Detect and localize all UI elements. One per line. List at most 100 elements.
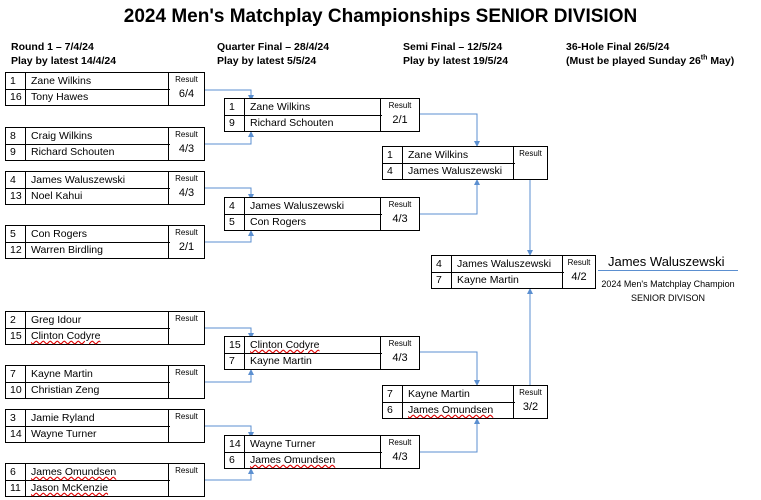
player-name: Greg Idour xyxy=(31,314,82,326)
player-name: Kayne Martin xyxy=(31,368,93,380)
connector-r1m5-qf3 xyxy=(205,327,254,339)
player-name: James Waluszewski xyxy=(31,174,126,186)
player-name: Clinton Codyre xyxy=(31,330,101,342)
player-row: 14 Wayne Turner xyxy=(6,426,170,442)
result-value: 2/1 xyxy=(178,241,195,253)
result-label: Result xyxy=(175,412,198,421)
semi-date: Semi Final – 12/5/24 xyxy=(403,41,503,53)
connector-qf4-sf2 xyxy=(420,418,480,453)
player-name: Wayne Turner xyxy=(250,438,316,450)
player-name: James Waluszewski xyxy=(408,165,503,177)
seed-number: 8 xyxy=(6,128,26,144)
seed-number: 11 xyxy=(6,480,26,496)
seed-number: 7 xyxy=(6,366,26,382)
result-value: 4/3 xyxy=(178,143,195,155)
player-name: Richard Schouten xyxy=(31,146,115,158)
result-label: Result xyxy=(175,466,198,475)
result-label: Result xyxy=(388,101,412,110)
player-name: Tony Hawes xyxy=(31,91,89,103)
round1-date: Round 1 – 7/4/24 xyxy=(11,41,94,53)
seed-number: 14 xyxy=(6,426,26,442)
semi-header: Semi Final – 12/5/24 Play by latest 19/5… xyxy=(403,40,508,68)
connector-r1m7-qf4 xyxy=(205,425,254,438)
result-label: Result xyxy=(175,130,198,139)
seed-number: 4 xyxy=(6,172,26,188)
result-label: Result xyxy=(175,174,198,183)
seed-number: 3 xyxy=(6,410,26,426)
player-name: Christian Zeng xyxy=(31,384,100,396)
result-cell: Result xyxy=(168,464,204,496)
seed-number: 6 xyxy=(383,402,403,418)
player-name: Wayne Turner xyxy=(31,428,97,440)
connector-qf3-sf2 xyxy=(420,351,480,386)
result-label: Result xyxy=(175,75,198,84)
result-cell: Result 4/3 xyxy=(168,128,204,160)
quarter-deadline: Play by latest 5/5/24 xyxy=(217,55,317,67)
champion-name: James Waluszewski xyxy=(608,254,725,269)
player-row: 4 James Waluszewski xyxy=(225,198,382,215)
seed-number: 1 xyxy=(383,147,403,163)
result-value: 3/2 xyxy=(522,401,539,413)
player-name: Kayne Martin xyxy=(457,274,519,286)
player-name: Warren Birdling xyxy=(31,244,103,256)
seed-number: 5 xyxy=(225,214,245,230)
connector-r1m4-qf2 xyxy=(205,230,254,243)
player-name: Kayne Martin xyxy=(408,388,470,400)
player-name: Zane Wilkins xyxy=(250,101,311,113)
connector-r1m2-qf1 xyxy=(205,131,254,145)
seed-number: 16 xyxy=(6,89,26,105)
seed-number: 1 xyxy=(6,73,26,89)
result-label: Result xyxy=(519,388,542,397)
result-label: Result xyxy=(388,339,412,348)
seed-number: 12 xyxy=(6,242,26,258)
quarter-date: Quarter Final – 28/4/24 xyxy=(217,41,330,53)
result-label: Result xyxy=(175,314,198,323)
seed-number: 7 xyxy=(432,272,452,288)
connector-r1m6-qf3 xyxy=(205,369,254,383)
result-value: 4/3 xyxy=(178,187,195,199)
seed-number: 7 xyxy=(225,353,245,369)
seed-number: 9 xyxy=(225,115,245,131)
quarter-header: Quarter Final – 28/4/24 Play by latest 5… xyxy=(217,40,329,68)
player-name: James Waluszewski xyxy=(457,258,552,270)
player-name: Clinton Codyre xyxy=(250,339,320,351)
final-header: 36-Hole Final 26/5/24 (Must be played Su… xyxy=(566,40,734,68)
player-name: James Waluszewski xyxy=(250,200,345,212)
player-name: Zane Wilkins xyxy=(31,75,92,87)
player-row: 1 Zane Wilkins xyxy=(6,73,170,90)
player-name: James Omundsen xyxy=(408,404,494,416)
champion-division: SENIOR DIVISON xyxy=(630,293,705,303)
result-label: Result xyxy=(567,258,591,267)
champion-divider xyxy=(598,270,738,271)
player-row: 7 Kayne Martin xyxy=(432,272,564,288)
seed-number: 4 xyxy=(225,198,245,214)
result-value: 2/1 xyxy=(392,114,408,126)
final-date: 36-Hole Final 26/5/24 xyxy=(566,41,670,53)
